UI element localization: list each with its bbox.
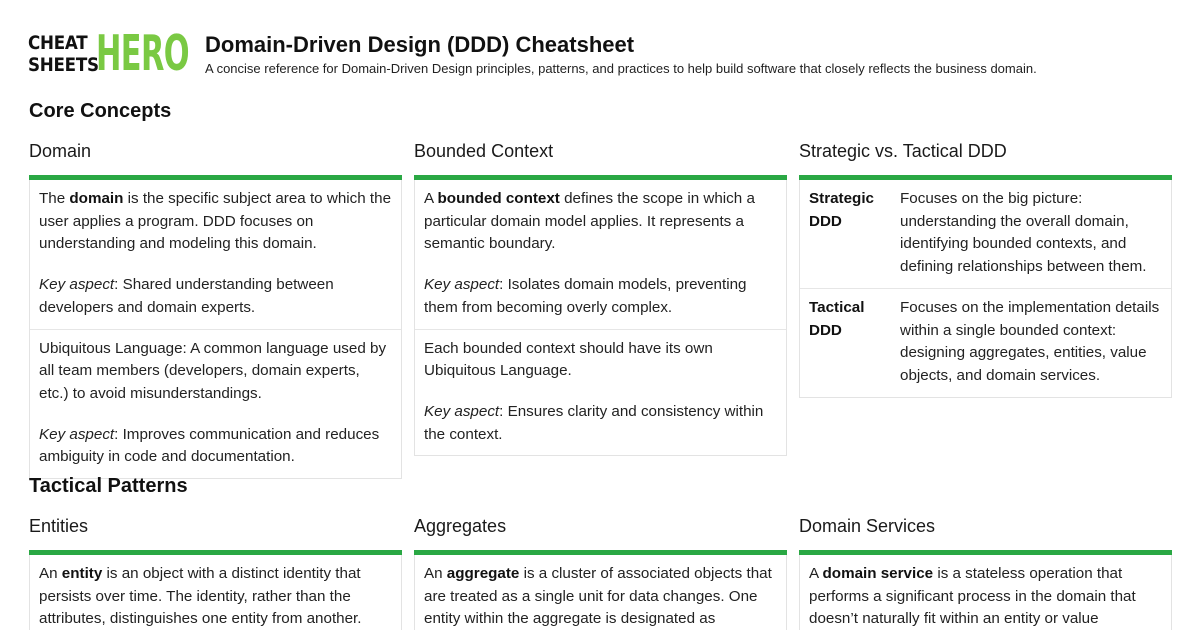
text: is a stateless operation that performs a… <box>809 565 1136 628</box>
card-body: The domain is the specific subject area … <box>29 180 402 480</box>
page-subtitle: A concise reference for Domain-Driven De… <box>205 61 1037 76</box>
logo-text-sheets: SHEETS <box>28 54 99 76</box>
card-cell: A domain service is a stateless operatio… <box>800 555 1171 630</box>
card-title: Bounded Context <box>414 141 554 161</box>
key-aspect-text: : Shared understanding between developer… <box>39 276 334 316</box>
row-key: Tactical DDD <box>809 298 865 339</box>
card-cell: Ubiquitous Language: A common language u… <box>30 330 401 479</box>
key-aspect-label: Key aspect <box>424 276 500 294</box>
card-accent-bar <box>414 550 787 555</box>
text: is an object with a distinct identity th… <box>39 565 362 628</box>
card-title: Entities <box>29 516 89 536</box>
card-accent-bar <box>29 175 402 180</box>
card-accent-bar <box>799 550 1172 555</box>
text: Ubiquitous Language: A common language u… <box>39 339 387 402</box>
table-row: Strategic DDD Focuses on the big picture… <box>800 180 1171 289</box>
logo-text-hero: HERO <box>96 25 190 82</box>
text: A <box>809 565 823 582</box>
section-title-core-concepts: Core Concepts <box>29 100 172 122</box>
card-accent-bar <box>29 550 402 555</box>
text: is a cluster of associated objects that … <box>424 565 772 628</box>
text: is the specific subject area to which th… <box>39 190 392 253</box>
term-bold: entity <box>61 565 103 582</box>
card-entities: Entities An entity is an object with a d… <box>29 515 402 630</box>
card-domain-services: Domain Services A domain service is a st… <box>799 515 1172 630</box>
card-cell: The domain is the specific subject area … <box>30 180 401 330</box>
term-bold: domain service <box>822 565 934 582</box>
card-cell: An aggregate is a cluster of associated … <box>415 555 786 630</box>
card-cell: An entity is an object with a distinct i… <box>30 555 401 630</box>
page-header: CHEAT SHEETS HERO Domain-Driven Design (… <box>28 25 1037 82</box>
key-aspect-text: : Isolates domain models, preventing the… <box>424 276 747 316</box>
card-aggregates: Aggregates An aggregate is a cluster of … <box>414 515 787 630</box>
card-title: Domain Services <box>799 516 936 536</box>
logo-text-cheat: CHEAT <box>28 32 88 54</box>
row-value: Focuses on the implementation details wi… <box>900 298 1160 384</box>
key-aspect-label: Key aspect <box>424 402 500 420</box>
section-title-tactical-patterns: Tactical Patterns <box>29 475 188 497</box>
card-title: Domain <box>29 141 92 161</box>
text: defines the scope in which a particular … <box>424 190 755 253</box>
card-accent-bar <box>799 175 1172 180</box>
text: The <box>39 190 70 207</box>
card-strategic-vs-tactical: Strategic vs. Tactical DDD Strategic DDD… <box>799 140 1172 398</box>
card-bounded-context: Bounded Context A bounded context define… <box>414 140 787 457</box>
text: An <box>39 565 62 582</box>
key-aspect-label: Key aspect <box>39 425 115 443</box>
card-domain: Domain The domain is the specific subjec… <box>29 140 402 480</box>
cheatsheets-hero-logo[interactable]: CHEAT SHEETS HERO <box>28 25 190 82</box>
key-aspect-text: : Improves communication and reduces amb… <box>39 425 380 466</box>
key-aspect-text: : Ensures clarity and consistency within… <box>424 402 764 443</box>
term-bold: bounded context <box>437 190 560 207</box>
card-body: Strategic DDD Focuses on the big picture… <box>799 180 1172 398</box>
card-body: A bounded context defines the scope in w… <box>414 180 787 457</box>
card-title: Aggregates <box>414 516 507 536</box>
card-body: A domain service is a stateless operatio… <box>799 555 1172 630</box>
row-value: Focuses on the big picture: understandin… <box>900 190 1147 276</box>
table-row: Tactical DDD Focuses on the implementati… <box>800 289 1171 397</box>
card-body: An aggregate is a cluster of associated … <box>414 555 787 630</box>
text: An <box>424 565 447 582</box>
page-title: Domain-Driven Design (DDD) Cheatsheet <box>205 32 635 57</box>
card-title: Strategic vs. Tactical DDD <box>799 141 1007 161</box>
card-cell: Each bounded context should have its own… <box>415 330 786 456</box>
term-bold: aggregate <box>446 565 520 582</box>
card-accent-bar <box>414 175 787 180</box>
text: A <box>424 190 438 207</box>
text: Each bounded context should have its own… <box>424 339 713 380</box>
row-key: Strategic DDD <box>809 190 874 230</box>
card-cell: A bounded context defines the scope in w… <box>415 180 786 330</box>
term-bold: domain <box>69 190 124 207</box>
key-aspect-label: Key aspect <box>39 276 115 294</box>
card-body: An entity is an object with a distinct i… <box>29 555 402 630</box>
